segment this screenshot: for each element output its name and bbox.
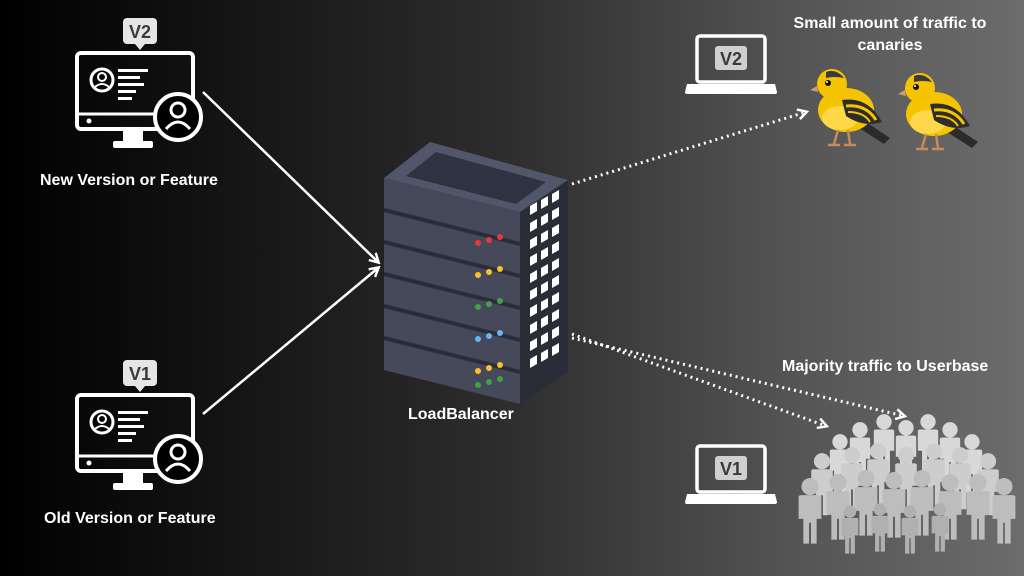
vent-slot bbox=[541, 349, 548, 362]
vent-slot bbox=[552, 258, 559, 271]
server-leds bbox=[475, 234, 503, 388]
vent-slot bbox=[541, 247, 548, 260]
vent-slot bbox=[541, 196, 548, 209]
vent-slot bbox=[552, 224, 559, 237]
vent-slot bbox=[530, 202, 537, 215]
canary-bird-icon bbox=[896, 71, 980, 151]
arrow-lb-to-userbase-1 bbox=[571, 332, 826, 426]
vent-slot bbox=[541, 230, 548, 243]
old-version-desktop-icon: V1 bbox=[75, 360, 203, 490]
canary-laptop-badge: V2 bbox=[720, 49, 742, 69]
server-rack-icon bbox=[383, 142, 568, 404]
vent-slot bbox=[552, 292, 559, 305]
vent-slot bbox=[552, 326, 559, 339]
vent-slot bbox=[530, 304, 537, 317]
canary-caption-line-1: Small amount of traffic to bbox=[793, 15, 987, 32]
old-version-label: Old Version or Feature bbox=[44, 510, 216, 527]
vent-slot bbox=[530, 253, 537, 266]
canary-caption: Small amount of traffic to canaries bbox=[778, 13, 1002, 57]
v1-badge: V1 bbox=[123, 360, 157, 392]
vent-slot bbox=[530, 338, 537, 351]
canary-bird-icon bbox=[808, 67, 892, 147]
userbase-caption: Majority traffic to Userbase bbox=[782, 358, 989, 375]
vent-slot bbox=[541, 332, 548, 345]
vent-slot bbox=[552, 343, 559, 356]
vent-slot bbox=[530, 355, 537, 368]
server-vents bbox=[530, 190, 559, 368]
new-version-desktop-icon: V2 bbox=[75, 18, 203, 148]
vent-slot bbox=[552, 241, 559, 254]
userbase-laptop-icon: V1 bbox=[685, 444, 777, 504]
v2-badge: V2 bbox=[123, 18, 157, 50]
canary-caption-line-2: canaries bbox=[857, 37, 923, 54]
vent-slot bbox=[530, 236, 537, 249]
user-avatar-icon bbox=[153, 92, 203, 142]
user-avatar-icon bbox=[153, 434, 203, 484]
vent-slot bbox=[530, 270, 537, 283]
vent-slot bbox=[530, 287, 537, 300]
vent-slot bbox=[552, 190, 559, 203]
vent-slot bbox=[541, 281, 548, 294]
arrow-lb-to-canaries bbox=[571, 112, 806, 186]
arrow-old-to-lb bbox=[202, 268, 378, 415]
vent-slot bbox=[552, 275, 559, 288]
vent-slot bbox=[541, 298, 548, 311]
canary-laptop-icon: V2 bbox=[685, 34, 777, 94]
vent-slot bbox=[552, 207, 559, 220]
userbase-laptop-badge: V1 bbox=[720, 459, 742, 479]
v2-badge-text: V2 bbox=[129, 22, 151, 42]
vent-slot bbox=[530, 219, 537, 232]
new-version-label: New Version or Feature bbox=[40, 172, 218, 189]
v1-badge-text: V1 bbox=[129, 364, 151, 384]
arrow-new-to-lb bbox=[202, 91, 378, 262]
load-balancer-label: LoadBalancer bbox=[408, 406, 514, 423]
vent-slot bbox=[541, 315, 548, 328]
vent-slot bbox=[552, 309, 559, 322]
vent-slot bbox=[541, 264, 548, 277]
vent-slot bbox=[530, 321, 537, 334]
vent-slot bbox=[541, 213, 548, 226]
crowd-icon bbox=[798, 414, 1016, 554]
